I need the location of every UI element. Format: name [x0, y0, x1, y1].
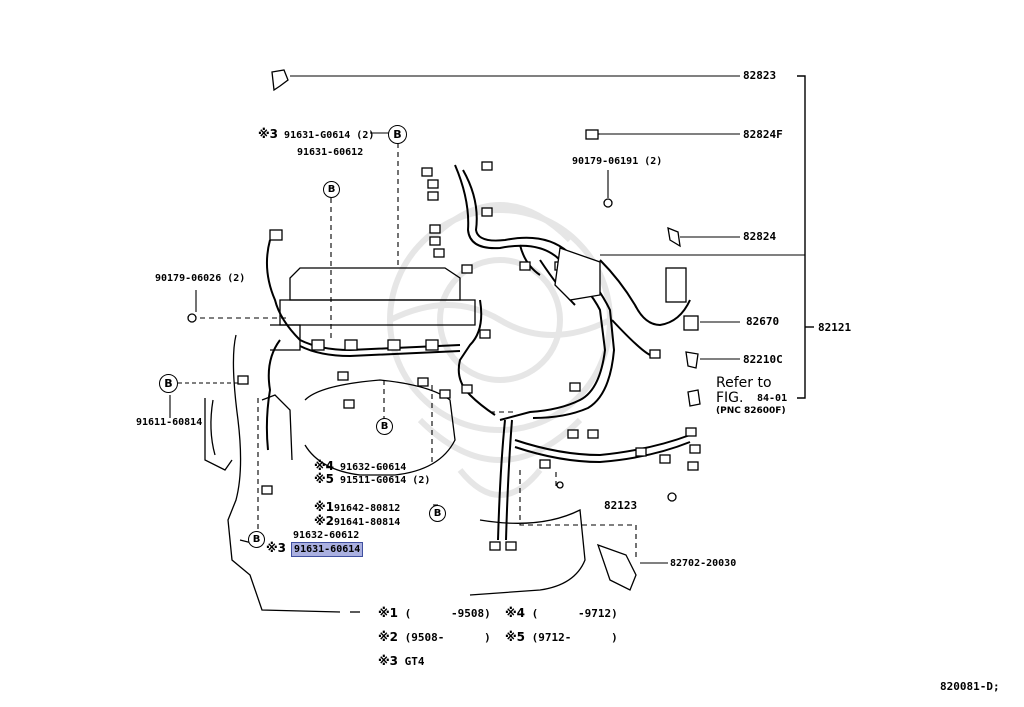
- refer-to-label: Refer to: [716, 375, 772, 391]
- bolt-b-lower-right: B: [429, 505, 446, 522]
- legend-note-3: ※3 GT4: [378, 654, 425, 668]
- part-number[interactable]: 91632-G0614: [340, 462, 407, 473]
- part-90179-06191[interactable]: 90179-06191 (2): [572, 156, 663, 167]
- part-82702-20030[interactable]: 82702-20030: [670, 558, 737, 569]
- note-range: (9712- ): [531, 631, 618, 644]
- note-mark-1: ※1: [378, 606, 399, 620]
- note-mark-3: ※3: [266, 541, 287, 555]
- part-91511-G0614[interactable]: ※5 91511-G0614 (2): [314, 473, 430, 486]
- bolt-b-lower-left: B: [248, 531, 265, 548]
- part-82210C[interactable]: 82210C: [743, 353, 783, 366]
- part-91631-60614-highlighted[interactable]: 91631-60614: [291, 542, 364, 557]
- note-mark-3: ※3: [378, 654, 399, 668]
- part-91611-60814[interactable]: 91611-60814: [136, 417, 203, 428]
- part-number[interactable]: 91641-80814: [334, 517, 401, 528]
- part-82824[interactable]: 82824: [743, 230, 777, 243]
- part-91631-60612[interactable]: 91631-60612: [297, 147, 364, 158]
- legend-note-2: ※2 (9508- ): [378, 630, 491, 644]
- part-82823[interactable]: 82823: [743, 69, 777, 82]
- note-mark-4: ※4: [505, 606, 526, 620]
- note-mark-5: ※5: [505, 630, 526, 644]
- legend-note-4: ※4 ( -9712): [505, 606, 618, 620]
- part-91632-G0614[interactable]: ※4 91632-G0614: [314, 460, 406, 473]
- part-82123[interactable]: 82123: [604, 499, 638, 512]
- note-range: (9508- ): [404, 631, 491, 644]
- connectors: [237, 161, 701, 551]
- part-number[interactable]: 91631-G0614 (2): [284, 130, 375, 141]
- legend-note-5: ※5 (9712- ): [505, 630, 618, 644]
- note-range: ( -9508): [404, 607, 491, 620]
- refer-pnc: (PNC 82600F): [716, 406, 786, 416]
- note-mark-4: ※4: [314, 459, 335, 473]
- note-mark-2: ※2: [314, 514, 335, 528]
- dashed-leaders: [200, 143, 637, 560]
- part-91642-80812[interactable]: ※191642-80812: [314, 501, 400, 514]
- part-icons: [187, 69, 701, 591]
- bolt-b-left: B: [159, 374, 178, 393]
- part-91631-G0614-top[interactable]: ※3 91631-G0614 (2): [258, 128, 374, 141]
- note-mark-2: ※2: [378, 630, 399, 644]
- note-range: ( -9712): [531, 607, 618, 620]
- diagram-code: 820081-D;: [940, 680, 1000, 693]
- refer-fig-number[interactable]: 84-01: [757, 393, 788, 404]
- bolt-b-upper: B: [323, 181, 340, 198]
- bolt-b-top: B: [388, 125, 407, 144]
- part-91632-60612[interactable]: 91632-60612: [293, 530, 360, 541]
- refer-fig-label: FIG.: [716, 390, 744, 406]
- bolt-b-center: B: [376, 418, 393, 435]
- part-91631-60614-row: ※3 91631-60614: [266, 541, 364, 557]
- note-mark-3: ※3: [258, 127, 279, 141]
- part-82670[interactable]: 82670: [746, 315, 780, 328]
- part-number[interactable]: 91642-80812: [334, 503, 401, 514]
- group-bracket: [797, 75, 806, 399]
- legend-note-1: ※1 ( -9508): [378, 606, 491, 620]
- note-text: GT4: [404, 655, 425, 668]
- engine-outline: [204, 267, 586, 613]
- note-mark-5: ※5: [314, 472, 335, 486]
- part-82824F[interactable]: 82824F: [743, 128, 783, 141]
- note-mark-1: ※1: [314, 500, 335, 514]
- part-82121[interactable]: 82121: [818, 321, 852, 334]
- part-90179-06026[interactable]: 90179-06026 (2): [155, 273, 246, 284]
- part-number[interactable]: 91511-G0614 (2): [340, 475, 431, 486]
- part-91641-80814[interactable]: ※291641-80814: [314, 515, 400, 528]
